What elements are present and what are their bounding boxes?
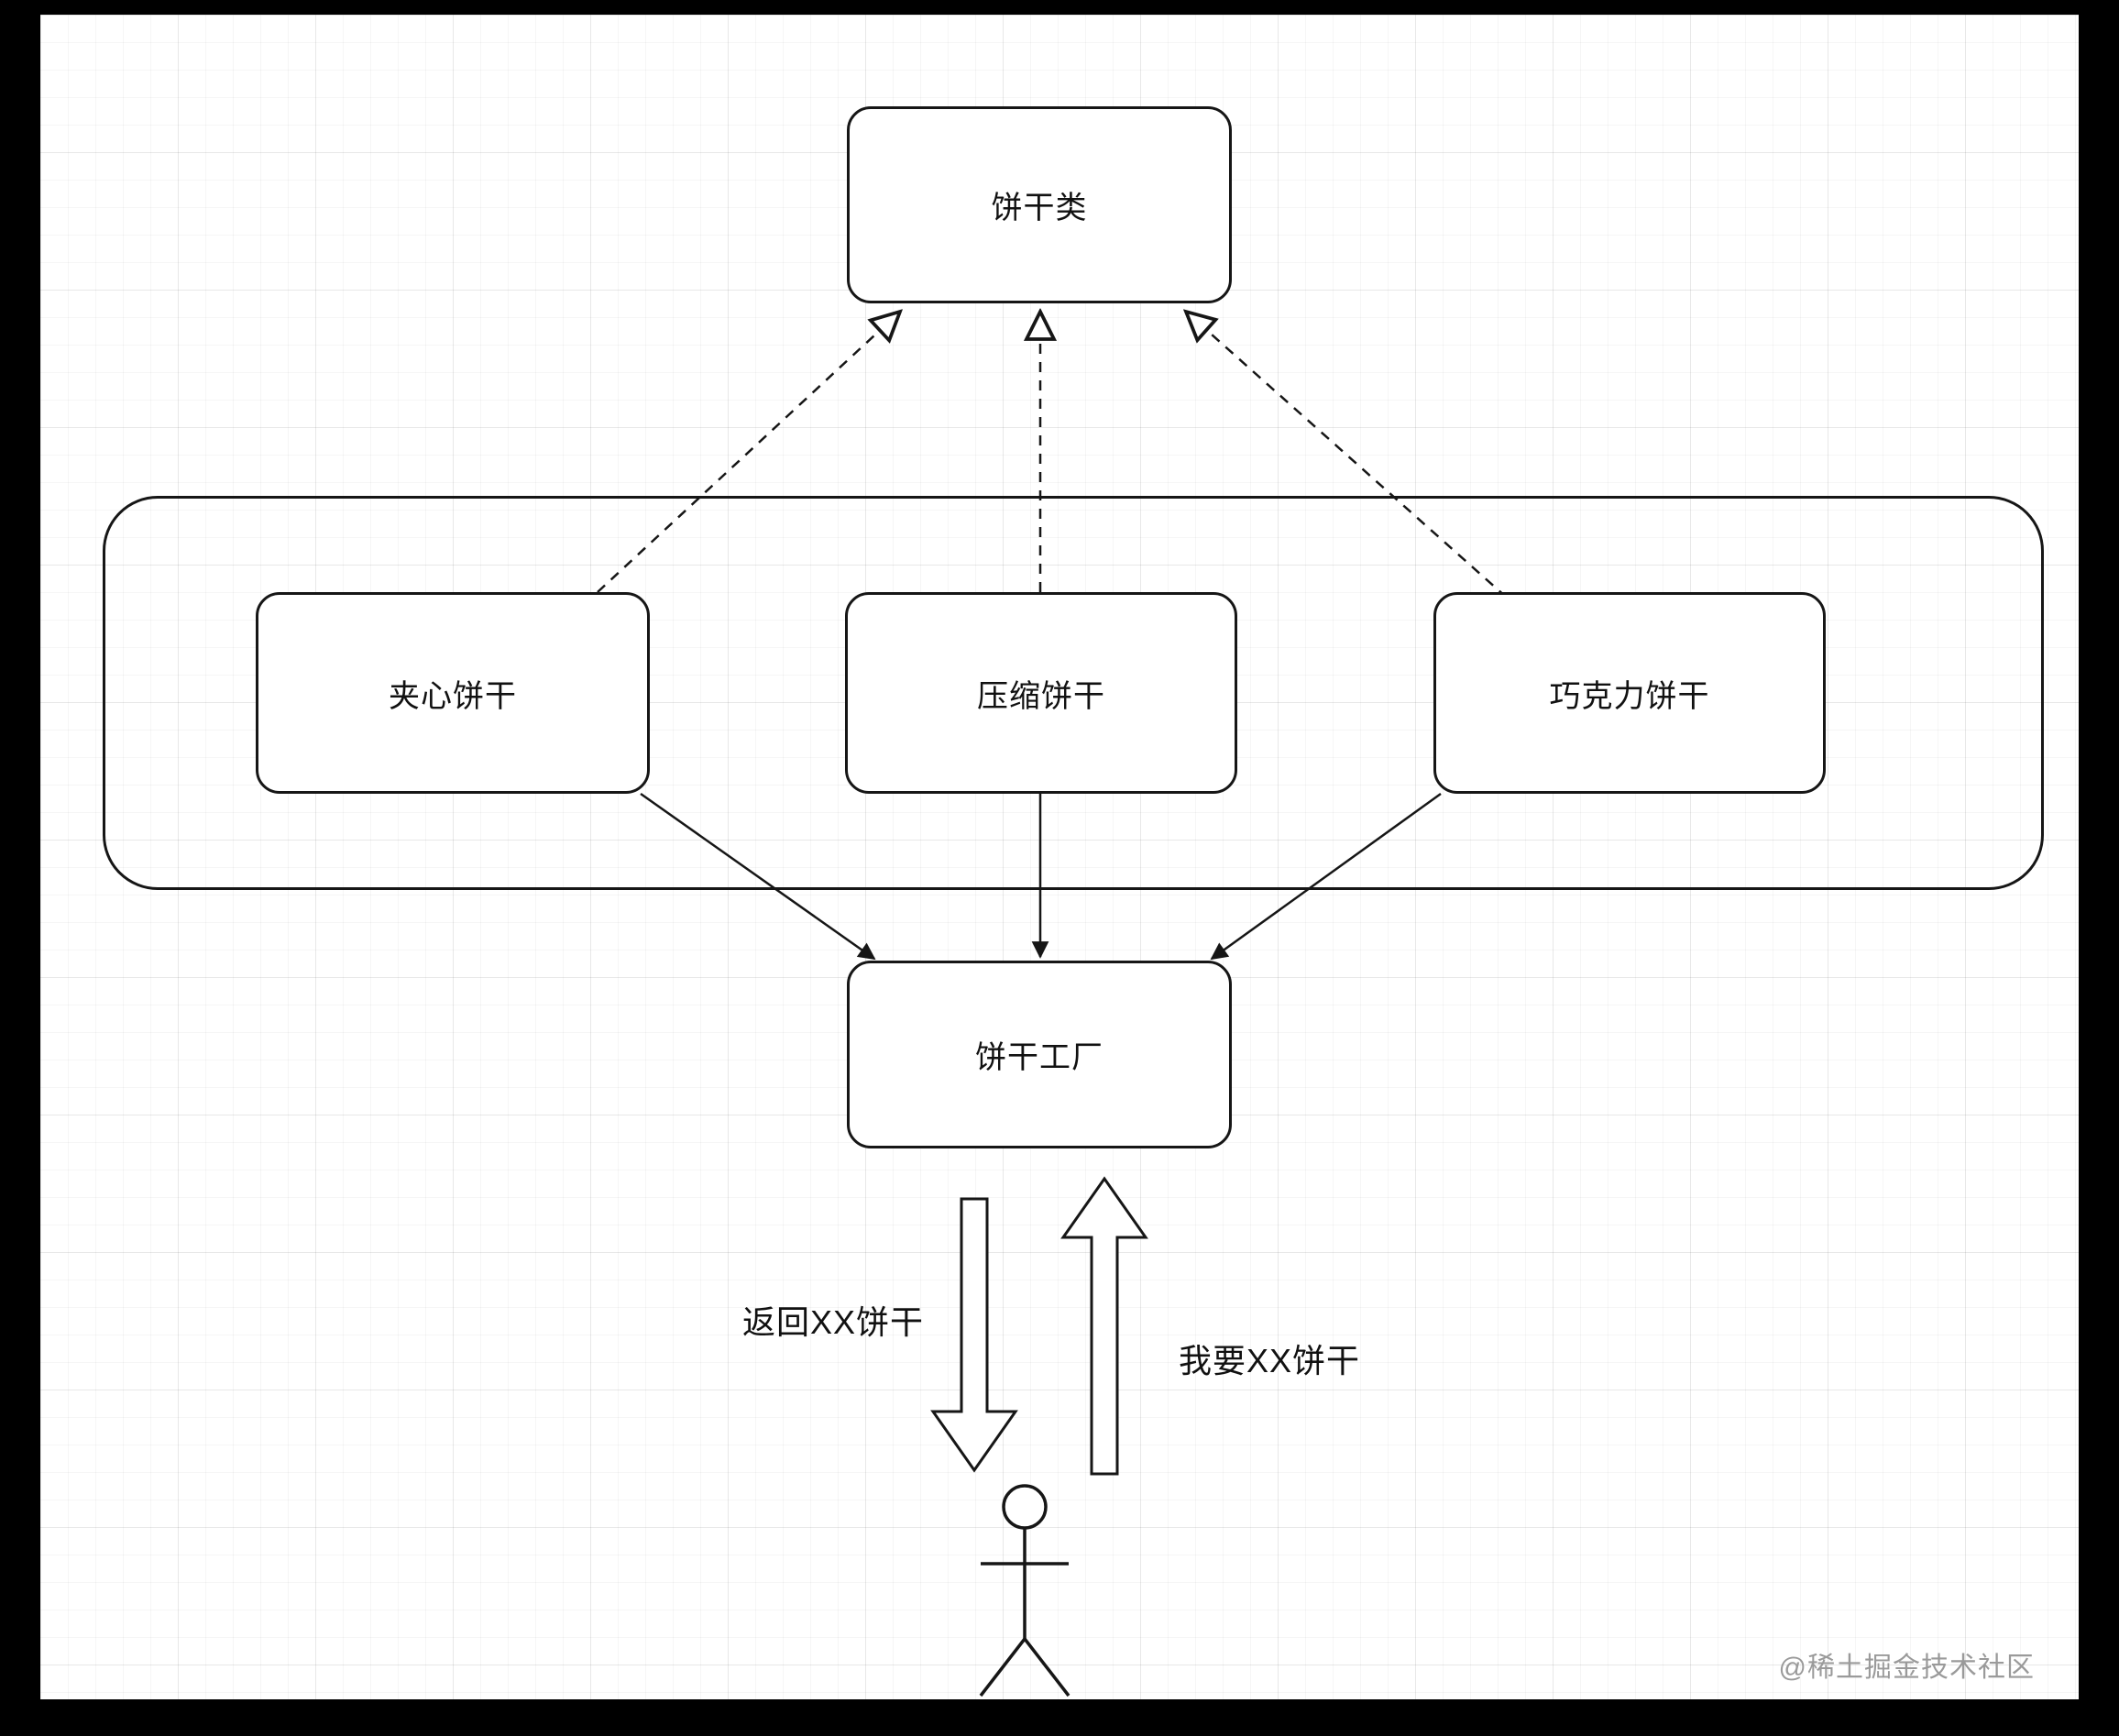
person-figure bbox=[979, 1484, 1070, 1698]
label-return-cookie: 返回XX饼干 bbox=[741, 1303, 925, 1341]
node-cookie-factory: 饼干工厂 bbox=[847, 961, 1232, 1148]
diagram-canvas: 饼干类 夹心饼干 压缩饼干 巧克力饼干 饼干工厂 返回XX饼干 我要XX饼干 @… bbox=[40, 15, 2079, 1699]
node-cookie-class-label: 饼干类 bbox=[991, 191, 1088, 225]
inheritance-arrow-sandwich bbox=[597, 312, 900, 593]
node-sandwich-cookie: 夹心饼干 bbox=[256, 592, 650, 794]
node-compressed-cookie-label: 压缩饼干 bbox=[977, 678, 1105, 714]
person-head bbox=[1002, 1484, 1048, 1530]
person-leg-left bbox=[979, 1637, 1027, 1698]
node-cookie-class: 饼干类 bbox=[847, 106, 1232, 303]
person-leg-right bbox=[1023, 1637, 1070, 1698]
block-arrow-request-up bbox=[1060, 1176, 1148, 1476]
block-arrow-return-down bbox=[930, 1197, 1018, 1473]
node-chocolate-cookie: 巧克力饼干 bbox=[1433, 592, 1826, 794]
dependency-arrow-chocolate-factory bbox=[1210, 792, 1442, 961]
inheritance-arrow-chocolate bbox=[1186, 312, 1508, 599]
node-cookie-factory-label: 饼干工厂 bbox=[975, 1040, 1103, 1075]
connector-layer bbox=[597, 15, 1508, 1698]
cookie-subclass-group-box bbox=[103, 496, 2044, 890]
node-sandwich-cookie-label: 夹心饼干 bbox=[389, 678, 517, 714]
dependency-arrow-sandwich-factory bbox=[640, 792, 876, 961]
watermark-text: @稀土掘金技术社区 bbox=[1778, 1653, 2035, 1683]
node-chocolate-cookie-label: 巧克力饼干 bbox=[1549, 678, 1710, 714]
label-request-cookie: 我要XX饼干 bbox=[1178, 1342, 1361, 1379]
node-compressed-cookie: 压缩饼干 bbox=[845, 592, 1237, 794]
